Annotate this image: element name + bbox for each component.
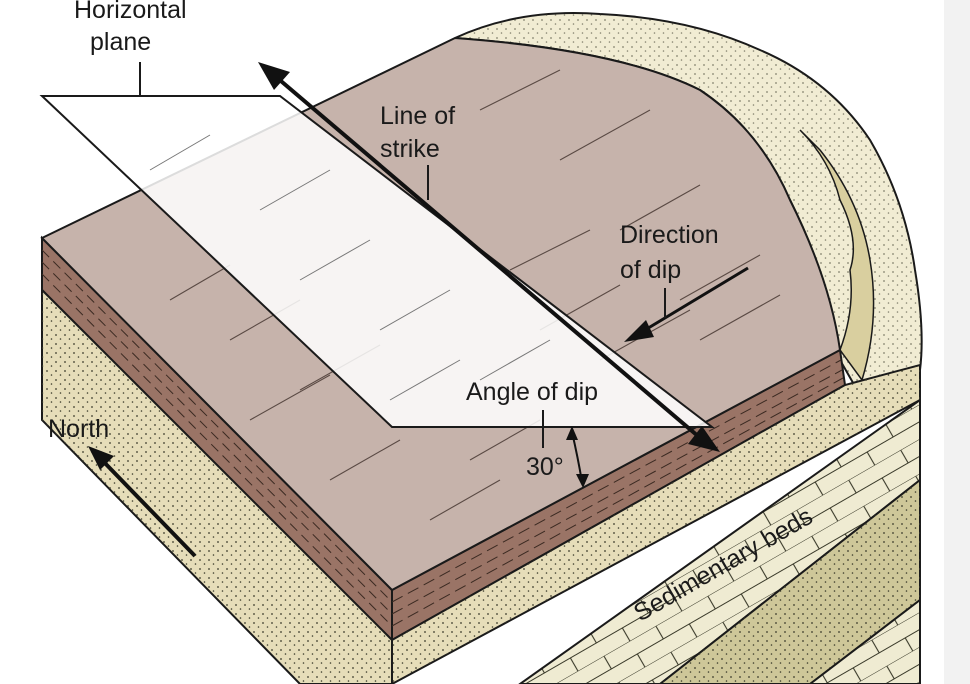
north-arrowhead (88, 446, 114, 470)
strike-arrowhead-nw (258, 62, 290, 90)
front-brown-hatch (391, 359, 844, 627)
front-lower-limestone (808, 597, 921, 684)
horizontal-plane-label-line1: Horizontal (74, 0, 187, 24)
page-edge (944, 0, 970, 684)
angle-arrowhead-bottom (576, 474, 589, 488)
left-side-brown-hatch (41, 249, 393, 627)
line-of-strike (266, 68, 714, 450)
front-sand-dots (392, 365, 920, 684)
eroded-rim-sand-dots (455, 13, 922, 395)
direction-of-dip-label-line2: of dip (620, 256, 681, 284)
horizontal-plane-label-line2: plane (90, 28, 151, 56)
plane-texture-strokes (149, 134, 551, 401)
direction-of-dip-label-line1: Direction (620, 221, 719, 249)
horizontal-plane (39, 95, 715, 428)
north-arrow (98, 456, 197, 558)
left-side-sand-dots (42, 290, 392, 684)
line-of-strike-label-line2: strike (380, 135, 440, 163)
eroded-rim-edge (799, 129, 875, 382)
north-label: North (48, 415, 109, 443)
direction-of-dip-arrow (639, 266, 749, 335)
line-of-strike-label-line1: Line of (380, 102, 455, 130)
dip-arrowhead (624, 320, 654, 342)
angle-arrowhead-top (566, 426, 578, 440)
angle-of-dip-label: Angle of dip (466, 378, 598, 406)
front-dark-sand-dots (660, 480, 920, 684)
angle-value-label: 30° (526, 453, 564, 481)
strike-arrowhead-se (688, 426, 720, 452)
